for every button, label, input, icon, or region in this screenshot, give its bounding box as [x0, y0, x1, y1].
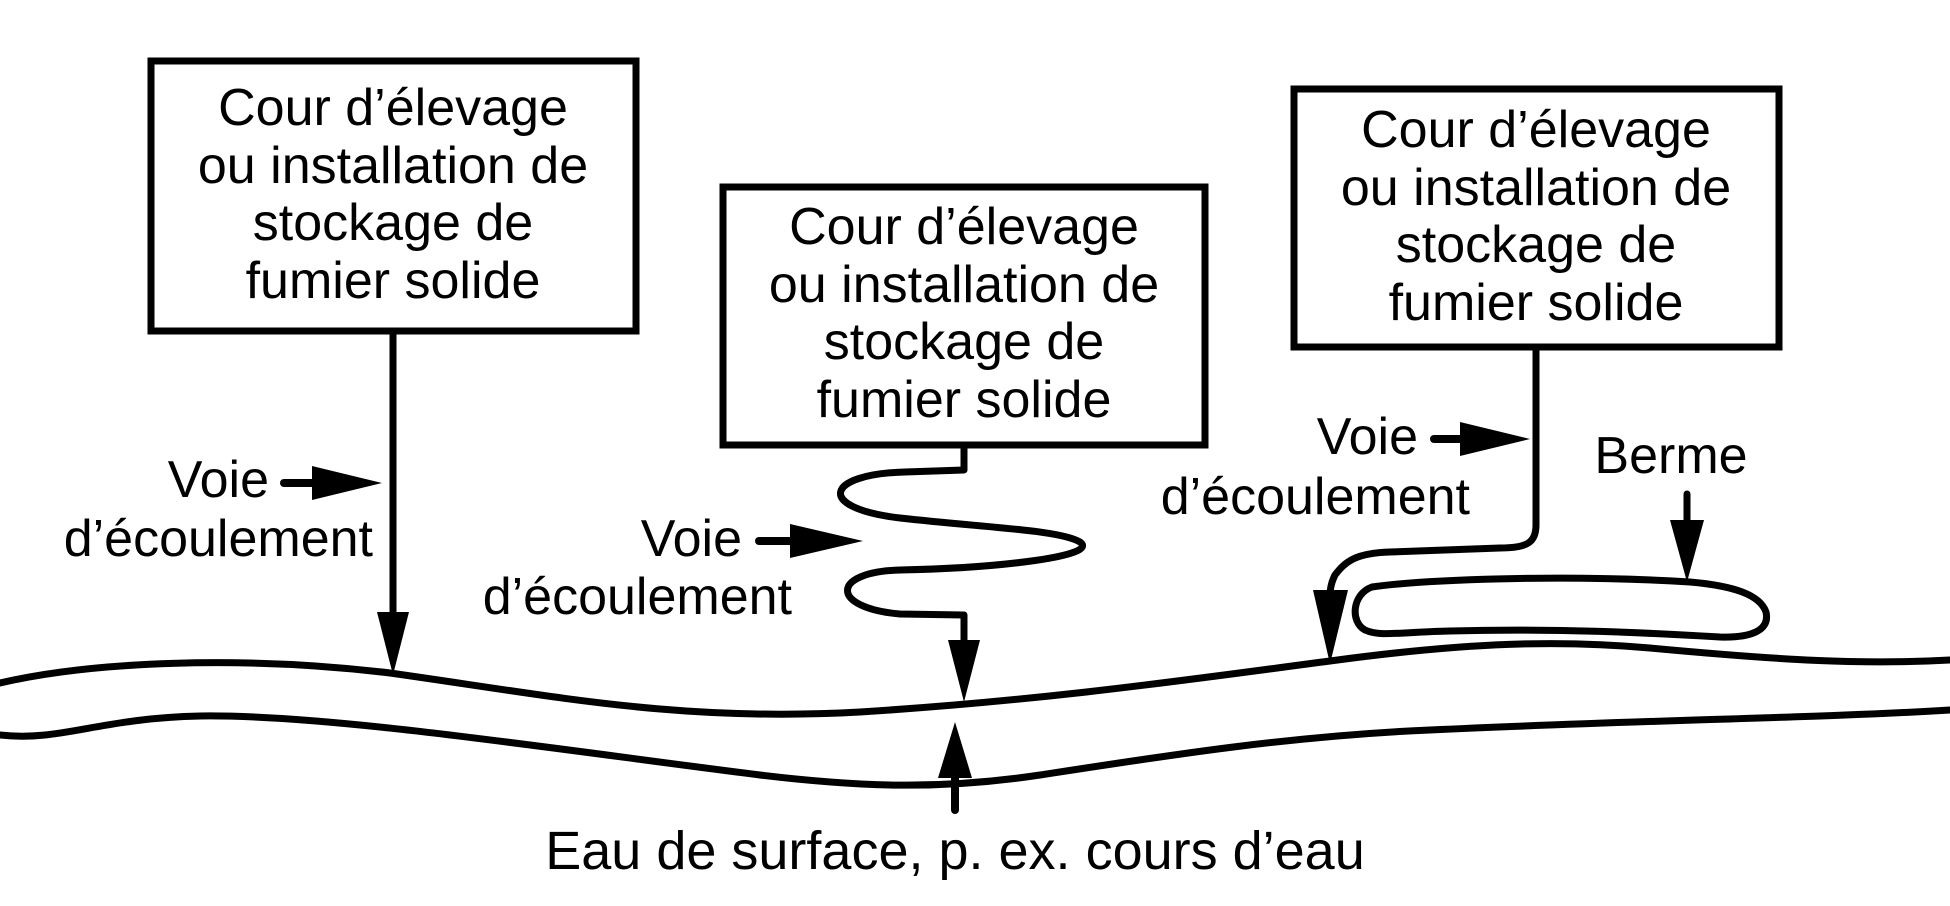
box-2-line-2: ou installation de: [769, 256, 1159, 314]
stream-lower-bank: [0, 706, 1950, 789]
box-3-line-3: stockage de: [1396, 216, 1676, 274]
box-2-line-4: fumier solide: [817, 371, 1112, 429]
flow-label-2-line-1: Voie: [641, 510, 742, 568]
flow-label-1-line-1: Voie: [168, 451, 269, 509]
flow-label-1-line-2: d’écoulement: [64, 510, 374, 568]
box-2-border: [719, 183, 1209, 449]
flow-label-2-line-2: d’écoulement: [483, 568, 793, 626]
label-arrow-3-head: [1460, 422, 1530, 456]
berm-arrow-head: [1670, 520, 1704, 582]
label-arrow-2-head: [790, 524, 863, 558]
box-3-line-1: Cour d’élevage: [1361, 101, 1711, 159]
box-1-line-3: stockage de: [253, 194, 533, 252]
manure-facility-box-3: Cour d’élevage ou installation de stocka…: [1290, 85, 1783, 351]
box-1-line-2: ou installation de: [198, 137, 588, 195]
box-1-line-4: fumier solide: [246, 252, 541, 310]
box-1-line-1: Cour d’élevage: [218, 79, 568, 137]
box-3-line-4: fumier solide: [1389, 274, 1684, 332]
box-3-border: [1290, 85, 1783, 351]
flow-path-1-arrowhead: [377, 612, 409, 675]
label-arrow-1-head: [312, 466, 382, 500]
berm: [1351, 574, 1771, 641]
box-2-line-3: stockage de: [824, 313, 1104, 371]
flow-path-2-arrowhead: [948, 640, 980, 702]
flow-label-3-line-1: Voie: [1317, 408, 1418, 466]
berm-label: Berme: [1594, 427, 1747, 485]
stream-upper-bank: [0, 640, 1950, 718]
flow-path-2: [837, 441, 1086, 654]
flow-path-3-arrowhead: [1313, 590, 1348, 664]
surface-water-label: Eau de surface, p. ex. cours d’eau: [545, 821, 1365, 881]
manure-facility-box-1: Cour d’élevage ou installation de stocka…: [147, 57, 640, 335]
box-3-line-2: ou installation de: [1341, 159, 1731, 217]
flow-path-3: [1326, 343, 1540, 604]
box-2-line-1: Cour d’élevage: [789, 198, 1139, 256]
flow-label-3-line-2: d’écoulement: [1161, 468, 1471, 526]
manure-facility-box-2: Cour d’élevage ou installation de stocka…: [719, 183, 1209, 449]
water-arrow-head: [938, 722, 972, 778]
